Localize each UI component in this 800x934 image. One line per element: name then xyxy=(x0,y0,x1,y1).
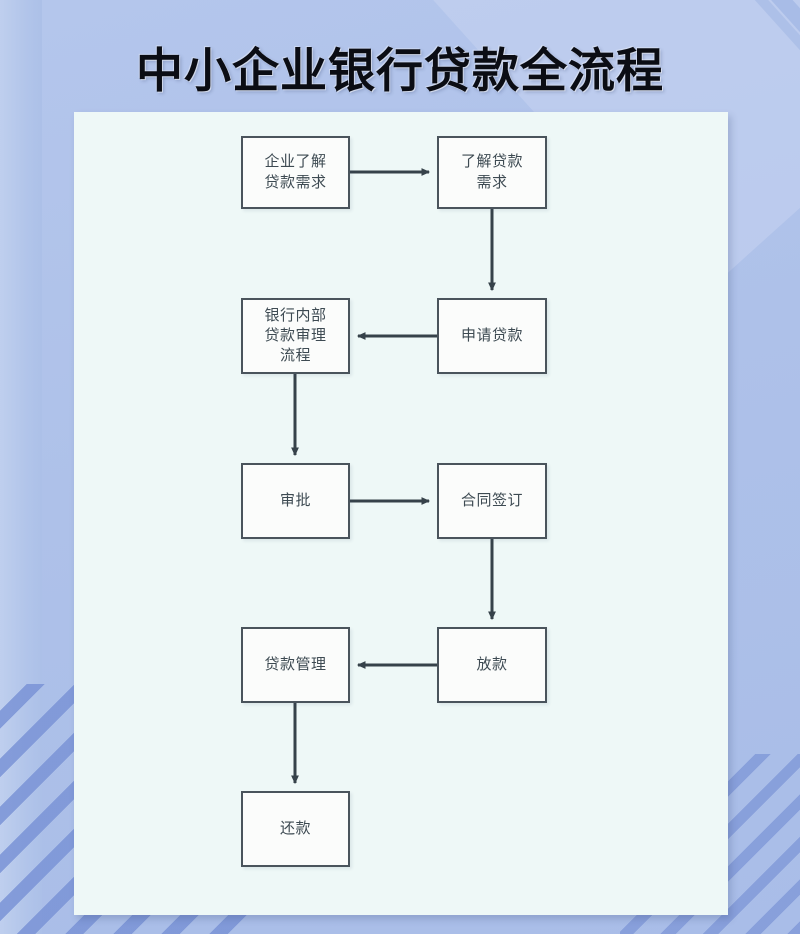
flow-node-disbursement[interactable]: 放款 xyxy=(437,627,547,703)
flowchart-connectors xyxy=(291,168,496,785)
flowchart: 企业了解 贷款需求 了解贷款 需求 申请贷款 银行内部 贷款审理 流程 审批 合… xyxy=(74,112,728,915)
flow-node-approval[interactable]: 审批 xyxy=(241,463,350,539)
page-title: 中小企业银行贷款全流程 xyxy=(136,44,664,97)
flow-node-label: 放款 xyxy=(476,655,508,673)
flow-node-bank-internal-review[interactable]: 银行内部 贷款审理 流程 xyxy=(241,298,350,374)
flow-node-label: 贷款管理 xyxy=(264,655,327,673)
flow-node-label: 合同签订 xyxy=(460,491,523,509)
flowchart-panel: 企业了解 贷款需求 了解贷款 需求 申请贷款 银行内部 贷款审理 流程 审批 合… xyxy=(74,112,728,915)
flow-node-loan-management[interactable]: 贷款管理 xyxy=(241,627,350,703)
flow-node-label: 还款 xyxy=(279,819,311,837)
flow-node-label: 企业了解 贷款需求 xyxy=(264,153,327,191)
flow-node-apply-loan[interactable]: 申请贷款 xyxy=(437,298,547,374)
flow-node-label: 审批 xyxy=(279,491,311,509)
flow-node-understand-loan-need[interactable]: 了解贷款 需求 xyxy=(437,136,547,209)
flow-node-label: 银行内部 贷款审理 流程 xyxy=(264,306,327,365)
flow-node-label: 了解贷款 需求 xyxy=(460,153,523,191)
flow-node-repayment[interactable]: 还款 xyxy=(241,791,350,867)
flow-node-label: 申请贷款 xyxy=(460,326,523,344)
flow-node-enterprise-loan-need[interactable]: 企业了解 贷款需求 xyxy=(241,136,350,209)
flow-node-contract-signing[interactable]: 合同签订 xyxy=(437,463,547,539)
